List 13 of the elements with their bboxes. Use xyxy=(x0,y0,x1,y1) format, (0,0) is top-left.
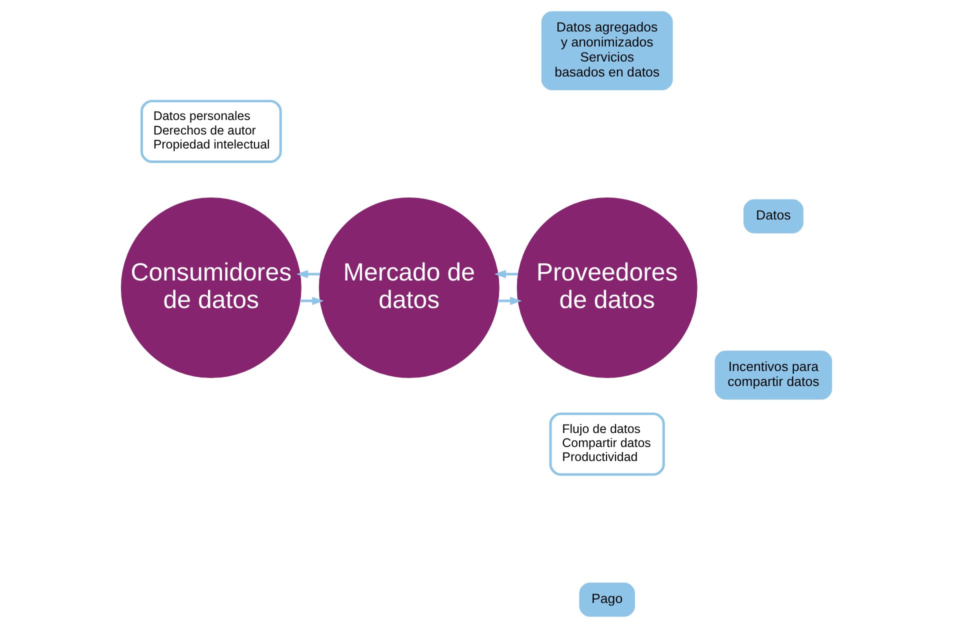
arrow xyxy=(300,296,324,305)
node-box: Datos personales Derechos de autor Propiedad intelectual xyxy=(140,100,282,164)
arrow xyxy=(296,270,320,278)
node-circle: Consumidores de datos xyxy=(120,198,302,378)
node-circle: Proveedores de datos xyxy=(516,198,698,378)
node-circle: Mercado de datos xyxy=(318,198,500,378)
node-box: Datos agregados y anonimizados Servicios basados en datos xyxy=(541,11,673,90)
arrow xyxy=(494,270,518,278)
node-box: Incentivos para compartir datos xyxy=(714,350,832,400)
node-box: Pago xyxy=(579,582,635,617)
node-box: Datos xyxy=(744,199,804,234)
arrow xyxy=(498,296,522,305)
node-box: Flujo de datos Compartir datos Productividad xyxy=(549,412,665,476)
